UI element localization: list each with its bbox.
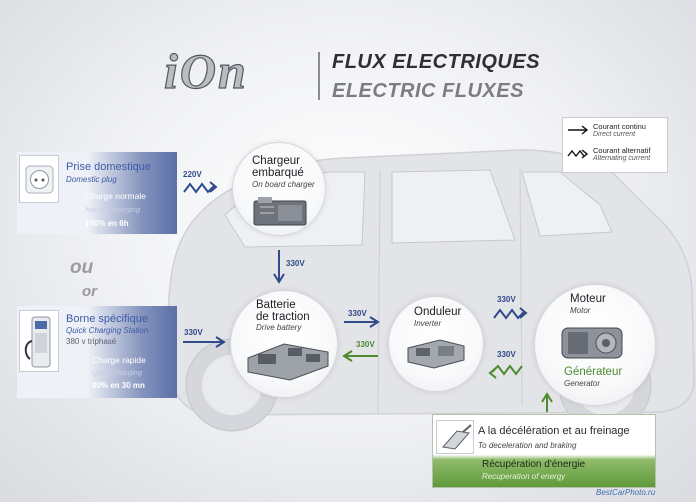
ac-arrow-220v <box>183 182 215 194</box>
fast-mode-en: Quick charging <box>92 368 143 377</box>
domestic-charge-time: 100% en 6h <box>85 219 129 228</box>
recuperation-subtitle: To deceleration and braking <box>478 441 577 450</box>
title-english: ELECTRIC FLUXES <box>332 80 524 102</box>
title-french: FLUX ELECTRIQUES <box>332 51 541 73</box>
legend-ac-fr: Courant alternatif <box>593 146 651 155</box>
fast-mode: Charge rapide <box>92 355 146 365</box>
legend-dc-en: Direct current <box>593 131 636 138</box>
ion-logo: iOn <box>163 46 248 100</box>
recuperation-title: A la décélération et au freinage <box>478 425 630 437</box>
voltage-label-charger-battery: 330V <box>286 259 305 268</box>
voltage-label-station-battery: 330V <box>184 328 203 337</box>
domestic-socket-icon <box>19 155 59 203</box>
fast-title: Borne spécifique <box>66 313 148 325</box>
ac-arrow-inverter-motor <box>493 308 525 320</box>
watermark: BestCarPhoto.ru <box>596 488 656 497</box>
or-label-en: or <box>82 283 97 300</box>
motor-title: Moteur <box>570 293 606 305</box>
battery-subtitle: Drive battery <box>256 323 302 332</box>
charger-title-l1: Chargeur <box>252 155 300 167</box>
voltage-label-inverter-battery: 330V <box>356 340 375 349</box>
motor-subtitle: Motor <box>570 306 591 315</box>
fast-subtitle: Quick Charging Station <box>66 326 149 335</box>
voltage-label-motor-inverter: 330V <box>497 350 516 359</box>
domestic-mode: Charge normale <box>85 191 146 201</box>
legend-box: Courant continu Direct current Courant a… <box>562 117 668 173</box>
generator-title: Générateur <box>564 366 623 378</box>
voltage-label-220v: 220V <box>183 170 202 179</box>
alternating-current-arrow-icon <box>567 149 589 159</box>
domestic-subtitle: Domestic plug <box>66 175 117 184</box>
ac-arrow-motor-inverter <box>491 364 523 376</box>
voltage-label-battery-inverter: 330V <box>348 309 367 318</box>
domestic-mode-en: Normal charging <box>85 205 141 214</box>
direct-current-arrow-icon <box>568 125 589 135</box>
or-label-fr: ou <box>70 257 94 278</box>
generator-subtitle: Generator <box>564 379 601 388</box>
motor-unit-icon <box>561 327 623 359</box>
energy-recovery-label-en: Recuperation of energy <box>482 472 566 481</box>
battery-pack-icon <box>247 343 329 381</box>
charging-station-icon <box>19 310 59 372</box>
charger-subtitle: On board charger <box>252 180 315 189</box>
legend-dc-fr: Courant continu <box>593 122 646 131</box>
svg-text:iOn: iOn <box>164 46 248 99</box>
legend-ac-en: Alternating current <box>593 155 651 162</box>
brake-pedal-icon <box>436 420 474 454</box>
inverter-subtitle: Inverter <box>414 319 442 328</box>
energy-recovery-label: Récupération d'énergie <box>482 459 586 470</box>
charger-title-l2: embarqué <box>252 167 304 179</box>
inverter-unit-icon <box>407 339 465 369</box>
fast-charge-time: 80% en 30 mn <box>92 381 145 390</box>
charger-unit-icon <box>253 197 307 226</box>
domestic-title: Prise domestique <box>66 161 151 173</box>
voltage-label-inverter-motor: 330V <box>497 295 516 304</box>
fast-voltage: 380 v triphasé <box>66 337 117 346</box>
inverter-title: Onduleur <box>414 306 462 318</box>
battery-title-l1: Batterie <box>256 299 296 311</box>
battery-title-l2: de traction <box>256 311 310 323</box>
title-separator <box>318 52 320 100</box>
